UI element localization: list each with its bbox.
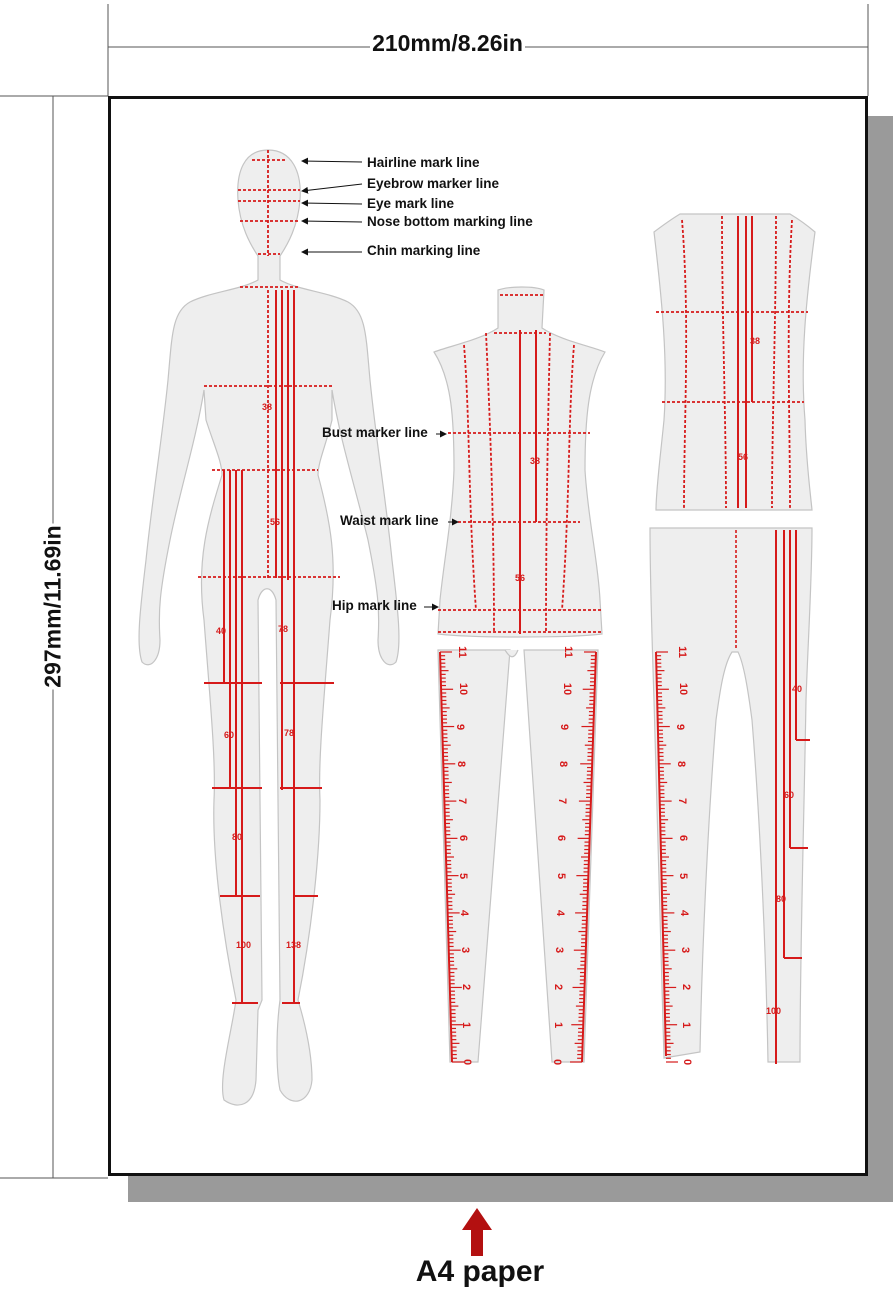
up-arrow-icon — [462, 1208, 492, 1256]
width-dimension-label: 210mm/8.26in — [370, 30, 525, 56]
nose-label: Nose bottom marking line — [367, 214, 533, 229]
pants-template — [649, 527, 813, 1063]
hip-label: Hip mark line — [332, 598, 417, 613]
left-leg-ruler — [437, 649, 511, 1063]
eyebrow-label: Eyebrow marker line — [367, 176, 500, 191]
eye-label: Eye mark line — [367, 196, 455, 211]
a4-caption: A4 paper — [415, 1255, 545, 1288]
right-leg-ruler — [523, 649, 599, 1063]
chin-label: Chin marking line — [367, 243, 481, 258]
bust-label: Bust marker line — [322, 425, 428, 440]
waist-label: Waist mark line — [340, 513, 439, 528]
hairline-label: Hairline mark line — [367, 155, 480, 170]
full-figure-template — [138, 149, 400, 1106]
